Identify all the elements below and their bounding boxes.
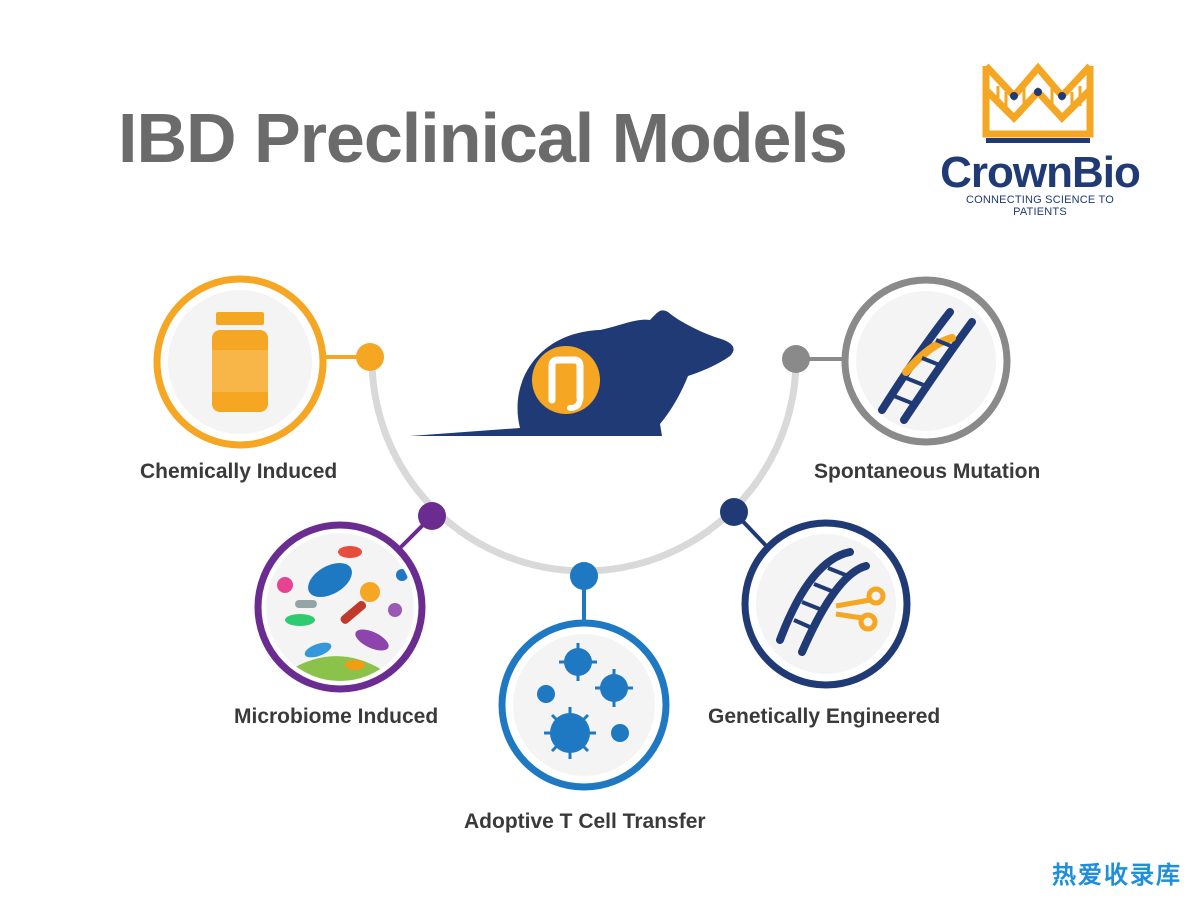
pill-bottle-icon xyxy=(212,312,268,412)
label-chemically-induced: Chemically Induced xyxy=(140,460,338,483)
model-spontaneous-mutation xyxy=(782,276,1011,446)
page-title: IBD Preclinical Models xyxy=(118,99,848,177)
label-genetically-engineered: Genetically Engineered xyxy=(708,705,941,728)
model-adoptive-t-cell-transfer xyxy=(498,562,670,791)
model-chemically-induced xyxy=(153,275,384,449)
label-adoptive-t-cell-transfer: Adoptive T Cell Transfer xyxy=(464,810,706,833)
watermark: 热爱收录库 xyxy=(1052,861,1182,889)
dna-icon xyxy=(878,308,976,424)
t-cell-icon xyxy=(537,643,633,759)
label-microbiome-induced: Microbiome Induced xyxy=(234,705,439,728)
dna-scissors-icon xyxy=(776,548,886,656)
logo-wordmark: CrownBio xyxy=(940,148,1141,197)
crown-dna-icon xyxy=(982,62,1094,143)
logo-tagline: CONNECTING SCIENCE TO PATIENTS xyxy=(965,194,1115,218)
model-microbiome-induced xyxy=(254,502,446,693)
bacteria-icon xyxy=(266,533,414,681)
label-spontaneous-mutation: Spontaneous Mutation xyxy=(814,460,1041,483)
crownbio-logo: CrownBio CONNECTING SCIENCE TO PATIENTS xyxy=(940,56,1141,218)
model-genetically-engineered xyxy=(720,498,911,689)
mouse-colon-icon xyxy=(410,310,734,436)
